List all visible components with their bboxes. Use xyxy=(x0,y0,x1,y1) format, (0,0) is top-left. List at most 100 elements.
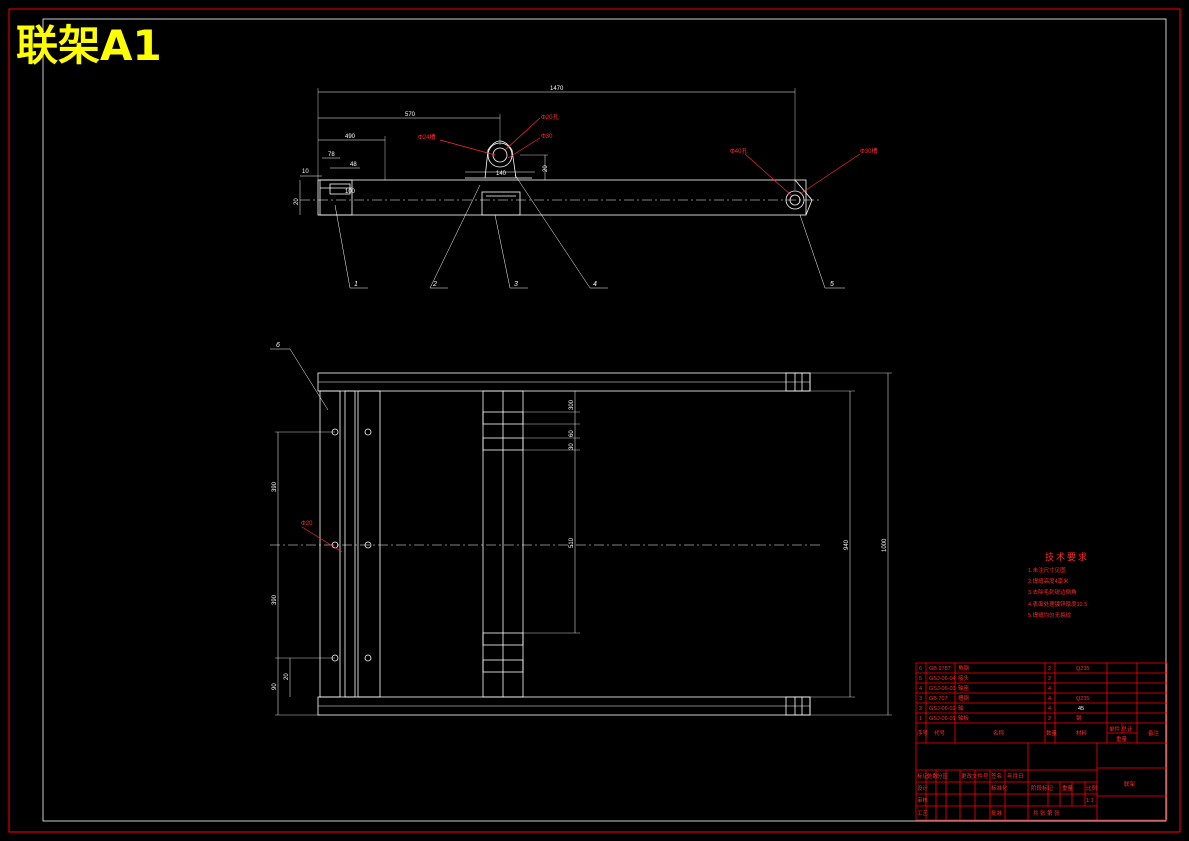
dim-90: 90 xyxy=(272,683,278,690)
part-code: GB 9787 xyxy=(929,666,951,672)
dim-20b: 20 xyxy=(543,165,549,172)
header-qty: 数量 xyxy=(1046,729,1058,737)
part-code: GSJ-06-01 xyxy=(929,716,956,722)
dim-390b: 390 xyxy=(272,594,278,605)
part-code: GSJ-06-03 xyxy=(929,686,956,692)
tb-r4-0: 审核 xyxy=(917,796,929,804)
bottom-view xyxy=(270,348,892,716)
part-no: 3 xyxy=(919,696,922,702)
tb-r5-0: 工艺 xyxy=(917,810,929,817)
inner-frame xyxy=(42,18,1167,822)
tech-note-1: 1.未注尺寸见图 xyxy=(1028,566,1066,574)
drawing-title: 联架A1 xyxy=(16,21,162,70)
tb-r3-0: 设计 xyxy=(917,784,929,792)
callout-phi-right1: Φ40孔 xyxy=(730,147,747,155)
dim-100: 100 xyxy=(345,189,356,195)
tech-note-5: 5.焊缝均匀无裂纹 xyxy=(1028,611,1072,619)
header-name: 名称 xyxy=(993,729,1005,737)
tb-r1-5: 年月日 xyxy=(1007,772,1024,780)
dim-60: 60 xyxy=(569,430,575,437)
header-mat: 材料 xyxy=(1076,729,1088,737)
drawing-name: 联架 xyxy=(1124,780,1136,788)
callout-phi-left: Φ24槽 xyxy=(418,133,435,141)
header-no: 序号 xyxy=(917,729,929,737)
top-view-callout-leaders xyxy=(439,117,861,197)
dim-20-bottom: 20 xyxy=(284,673,290,680)
title-block-lines xyxy=(915,662,1168,821)
phi20-leader xyxy=(301,526,343,553)
dim-940: 940 xyxy=(844,539,850,550)
dim-390a: 390 xyxy=(272,481,278,492)
part-qty: 4 xyxy=(1048,696,1051,702)
callout-phi-top1: Φ20孔 xyxy=(541,113,558,121)
header-wt2: 重量 xyxy=(1116,735,1128,743)
part-no: 2 xyxy=(919,706,922,712)
part-name: 接头 xyxy=(958,674,970,682)
part-no: 6 xyxy=(919,666,922,672)
parts-header: 序号 代号 名称 数量 材料 单件 总计 重量 备注 xyxy=(917,725,1160,743)
callout-phi-right2: Φ30槽 xyxy=(860,147,877,155)
part-mat: Q235 xyxy=(1076,666,1089,672)
part-qty: 2 xyxy=(1048,676,1051,682)
part-code: GSJ-06-02 xyxy=(929,706,956,712)
tech-title: 技术要求 xyxy=(1045,551,1089,562)
part-code: GB 707 xyxy=(929,696,948,702)
part-name: 轴板 xyxy=(958,714,970,722)
part-qty: 2 xyxy=(1048,716,1051,722)
part-mat: 钢 xyxy=(1076,714,1082,722)
callout-phi-top2: Φ30 xyxy=(541,134,553,140)
part-name: 角钢 xyxy=(958,664,970,672)
part-code: GSJ-06-04 xyxy=(929,676,956,682)
dim-30: 30 xyxy=(569,443,575,450)
tb-scale: 1:1 xyxy=(1086,798,1094,804)
tb-sheet: 共 张 第 张 xyxy=(1033,809,1060,817)
balloon-1: 1 xyxy=(354,281,358,288)
outer-frame xyxy=(8,8,1181,833)
dim-10: 10 xyxy=(302,169,309,175)
tb-r1-2: 分区 xyxy=(937,772,949,780)
part-no: 5 xyxy=(919,676,922,682)
parts-list: 6 GB 9787 角钢 2 Q235 5 GSJ-06-04 接头 2 4 G… xyxy=(919,664,1089,722)
tb-r2-1: 重量 xyxy=(1062,784,1074,792)
tb-r2-2: 比例 xyxy=(1086,784,1098,792)
header-wt: 单件 总计 xyxy=(1109,725,1133,733)
tb-r3-1: 标准化 xyxy=(991,784,1008,792)
tb-r5-1: 批准 xyxy=(991,809,1003,817)
balloon-3: 3 xyxy=(514,281,518,288)
balloon-4: 4 xyxy=(593,281,597,288)
tb-r2-0: 阶段标记 xyxy=(1031,784,1054,792)
part-qty: 2 xyxy=(1048,666,1051,672)
tech-note-2: 2.焊缝高度4毫米 xyxy=(1028,577,1069,585)
balloon-2: 2 xyxy=(432,281,437,288)
dim-48: 48 xyxy=(350,162,357,168)
dim-overall: 1470 xyxy=(550,86,564,92)
header-note: 备注 xyxy=(1148,729,1160,737)
part-qty: 4 xyxy=(1048,706,1051,712)
dim-510: 510 xyxy=(569,537,575,548)
part-no: 4 xyxy=(919,686,922,692)
tb-r1-0: 标记 xyxy=(917,772,929,780)
part-no: 1 xyxy=(919,716,922,722)
balloon-5: 5 xyxy=(830,281,834,288)
callout-phi20: Φ20 xyxy=(301,521,313,527)
part-mat: 45 xyxy=(1078,706,1084,712)
dim-140: 140 xyxy=(496,171,507,177)
tb-r1-4: 签名 xyxy=(991,772,1002,780)
balloon-6: 6 xyxy=(276,342,280,349)
dim-300: 300 xyxy=(569,399,575,410)
tb-r1-1: 处数 xyxy=(927,772,939,780)
part-name: 槽钢 xyxy=(958,694,970,702)
part-qty: 4 xyxy=(1048,686,1051,692)
top-view xyxy=(299,88,845,289)
tech-note-4: 4.表面处理镀锌厚度12.5 xyxy=(1028,600,1087,608)
dim-20: 20 xyxy=(294,198,300,205)
title-block: 联架 标记 处数 分区 更改文件号 签名 年月日 阶段标记 重量 比例 1:1 … xyxy=(917,772,1136,817)
part-name: 轴座 xyxy=(958,684,970,692)
dim-78: 78 xyxy=(328,152,335,158)
dim-570: 570 xyxy=(405,112,416,118)
part-name: 轴 xyxy=(958,704,964,712)
dim-490: 490 xyxy=(345,134,356,140)
dim-1000: 1000 xyxy=(882,538,888,552)
header-code: 代号 xyxy=(934,729,946,737)
